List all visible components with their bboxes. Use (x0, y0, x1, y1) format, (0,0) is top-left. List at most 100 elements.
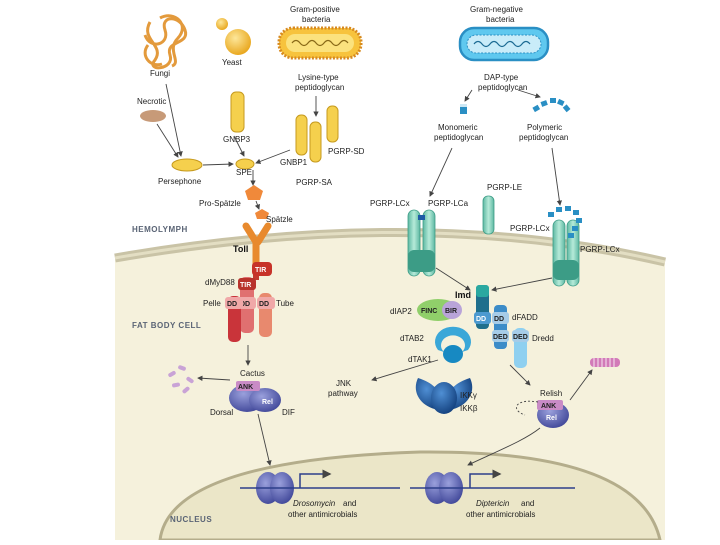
pgrp-lcx-homodimer (548, 206, 582, 287)
diptericin-other-label: other antimicrobials (466, 510, 535, 519)
dmyd88-label: dMyD88 (205, 278, 235, 287)
pgrp-lc-heterodimer (407, 209, 436, 277)
fat-body-label: FAT BODY CELL (132, 321, 201, 330)
necrotic-label: Necrotic (137, 97, 166, 106)
nucleus-label: NUCLEUS (170, 515, 212, 524)
ikkg-label: IKKγ (460, 391, 477, 400)
diptericin-and-label: and (521, 499, 534, 508)
gnbp3-label: GNBP3 (223, 135, 251, 144)
dtab2-label: dTAB2 (400, 334, 424, 343)
dredd-label: Dredd (532, 334, 554, 343)
gram-negative-label-2: bacteria (486, 15, 515, 24)
dtak1-label: dTAK1 (408, 355, 432, 364)
gram-negative-bacterium-icon (458, 26, 550, 62)
monomeric-pgn-label-1: Monomeric (438, 123, 478, 132)
pelle-label: Pelle (203, 299, 221, 308)
gram-positive-bacterium-icon (277, 26, 363, 60)
finc-label: FINC (421, 308, 437, 315)
toll-label: Toll (233, 244, 248, 254)
polymeric-pgn-label-2: peptidoglycan (519, 133, 568, 142)
diap2-label: dIAP2 (390, 307, 412, 316)
pgrp-lca-label: PGRP-LCa (428, 199, 469, 208)
bir-label: BIR (445, 308, 457, 315)
fungi-icon (143, 14, 188, 70)
dap-pgn-label-1: DAP-type (484, 73, 519, 82)
gram-positive-label-2: bacteria (302, 15, 331, 24)
persephone-protease (171, 158, 203, 172)
dtab2-dtak1-complex (435, 326, 472, 363)
diptericin-promoter-complex (410, 469, 575, 504)
dfadd-ded-label: DED (493, 334, 508, 341)
pgrp-lcx-label-left: PGRP-LCx (370, 199, 410, 208)
relish-ank-label: ANK (541, 403, 556, 410)
dmyd88-tir-label: TIR (240, 282, 251, 289)
dredd-caspase: DED (512, 328, 529, 368)
cactus-ank-label: ANK (238, 384, 253, 391)
pgrp-lcx-label-far: PGRP-LCx (580, 245, 620, 254)
gram-negative-label-1: Gram-negative (470, 5, 523, 14)
yeast-label: Yeast (222, 58, 243, 67)
dap-pgn-label-2: peptidoglycan (478, 83, 527, 92)
drosomycin-and-label: and (343, 499, 356, 508)
polymeric-pgn-icon (532, 98, 571, 113)
dredd-ded-label: DED (513, 334, 528, 341)
imd-label: Imd (455, 290, 471, 300)
cactus-label: Cactus (240, 369, 265, 378)
monomeric-pgn-label-2: peptidoglycan (434, 133, 483, 142)
spe-label: SPE (236, 168, 252, 177)
yeast-icon (216, 18, 251, 55)
spatzle-label: Spätzle (266, 215, 293, 224)
hemolymph-label: HEMOLYMPH (132, 225, 188, 234)
imd-dd-label: DD (476, 316, 486, 323)
gnbp1-pgrp-sa-complex (295, 105, 339, 163)
ikk-complex (415, 378, 473, 414)
diptericin-label: Diptericin (476, 499, 510, 508)
spe-protease (235, 158, 255, 170)
cleaved-ank-fragment (590, 358, 620, 367)
dfadd-dd-label: DD (494, 316, 504, 323)
toll-receptor: TIR (242, 222, 272, 280)
degraded-cactus-fragments (168, 365, 194, 394)
drosomycin-promoter-complex (240, 469, 400, 504)
gram-positive-label-1: Gram-positive (290, 5, 340, 14)
pgrp-le-receptor (482, 195, 495, 235)
drosomycin-label: Drosomycin (293, 499, 336, 508)
pelle-dd-label: DD (227, 301, 237, 308)
gnbp1-label: GNBP1 (280, 158, 308, 167)
imd-adaptor: DD (474, 285, 491, 329)
pro-spatzle-icon (245, 185, 263, 200)
fungi-label: Fungi (150, 69, 170, 78)
pgrp-sd-label: PGRP-SD (328, 147, 365, 156)
toll-tir-label: TIR (255, 267, 266, 274)
dmyd88-dd-label: DD (240, 301, 250, 308)
tube-dd-label: DD (259, 301, 269, 308)
pgrp-sa-label: PGRP-SA (296, 178, 333, 187)
relish-label: Relish (540, 389, 562, 398)
toll-rel-label: Rel (262, 399, 273, 406)
dfadd-adaptor: DD DED (492, 305, 509, 349)
toll-activation-arrows (156, 83, 319, 210)
drosomycin-other-label: other antimicrobials (288, 510, 357, 519)
relish-protein: ANK Rel (537, 400, 569, 428)
pro-spatzle-label: Pro-Spätzle (199, 199, 241, 208)
monomeric-pgn-icon (460, 104, 467, 114)
pgrp-le-label: PGRP-LE (487, 183, 522, 192)
lysine-pgn-label-1: Lysine-type (298, 73, 339, 82)
jnk-label-1: JNK (336, 379, 352, 388)
cactus-dorsal-dif-complex: ANK Rel (229, 381, 281, 412)
necrotic-icon (140, 110, 166, 122)
lysine-pgn-label-2: peptidoglycan (295, 83, 344, 92)
diap2-protein: FINC BIR (417, 299, 462, 321)
gnbp3-receptor (230, 91, 245, 133)
relish-rel-label: Rel (546, 415, 557, 422)
dorsal-label: Dorsal (210, 408, 233, 417)
dfadd-label: dFADD (512, 313, 538, 322)
persephone-label: Persephone (158, 177, 202, 186)
tube-adaptor: DD (257, 293, 275, 337)
jnk-label-2: pathway (328, 389, 358, 398)
dif-label: DIF (282, 408, 295, 417)
polymeric-pgn-label-1: Polymeric (527, 123, 562, 132)
spatzle-icon (255, 209, 269, 219)
